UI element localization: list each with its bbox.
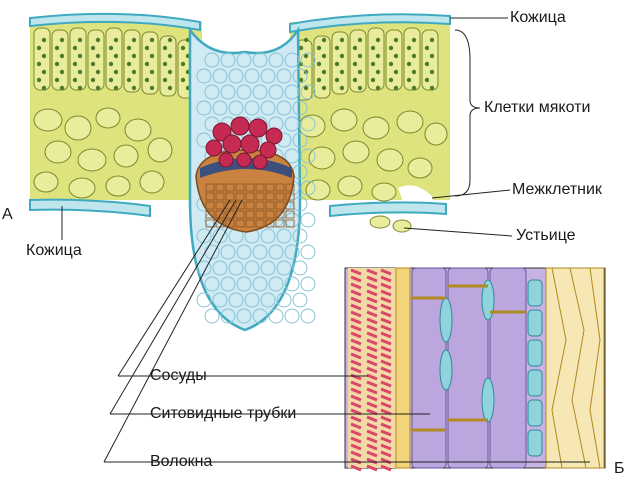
fiber-strip (395, 267, 411, 469)
label-fibers: Волокна (150, 453, 213, 470)
stoma-guard-cell-left (369, 215, 391, 229)
stoma-guard-cell-right (392, 219, 412, 233)
label-sieve-tubes: Ситовидные трубки (150, 405, 297, 422)
leaf-cross-section (29, 12, 451, 332)
label-epidermis-top: Кожица (510, 9, 566, 26)
label-mesophyll-cells: Клетки мякоти (484, 99, 591, 116)
sieve-tubes (411, 267, 527, 469)
companion-cells (439, 279, 543, 457)
palisade-cells-right (295, 27, 439, 101)
spongy-cells (33, 107, 448, 202)
label-panel-a: А (2, 206, 13, 223)
label-stoma: Устьице (516, 227, 576, 244)
upper-epidermis-right (289, 13, 451, 34)
label-epidermis-left: Кожица (26, 242, 82, 259)
label-intercellular-space: Межклетник (512, 181, 602, 198)
vessel-spiral-walls (350, 268, 392, 472)
fiber-lines (551, 267, 601, 469)
xylem-cells (205, 116, 283, 170)
lower-epidermis-left (29, 198, 151, 218)
sieve-plates (412, 284, 526, 432)
intercellular-space (398, 185, 434, 204)
longitudinal-section (344, 267, 606, 472)
label-vessels: Сосуды (150, 367, 207, 384)
label-panel-b: Б (614, 460, 625, 477)
vessel-zone (348, 268, 396, 468)
upper-epidermis-left (29, 12, 201, 32)
leader-lines (61, 17, 590, 463)
lower-epidermis-right (329, 201, 447, 218)
